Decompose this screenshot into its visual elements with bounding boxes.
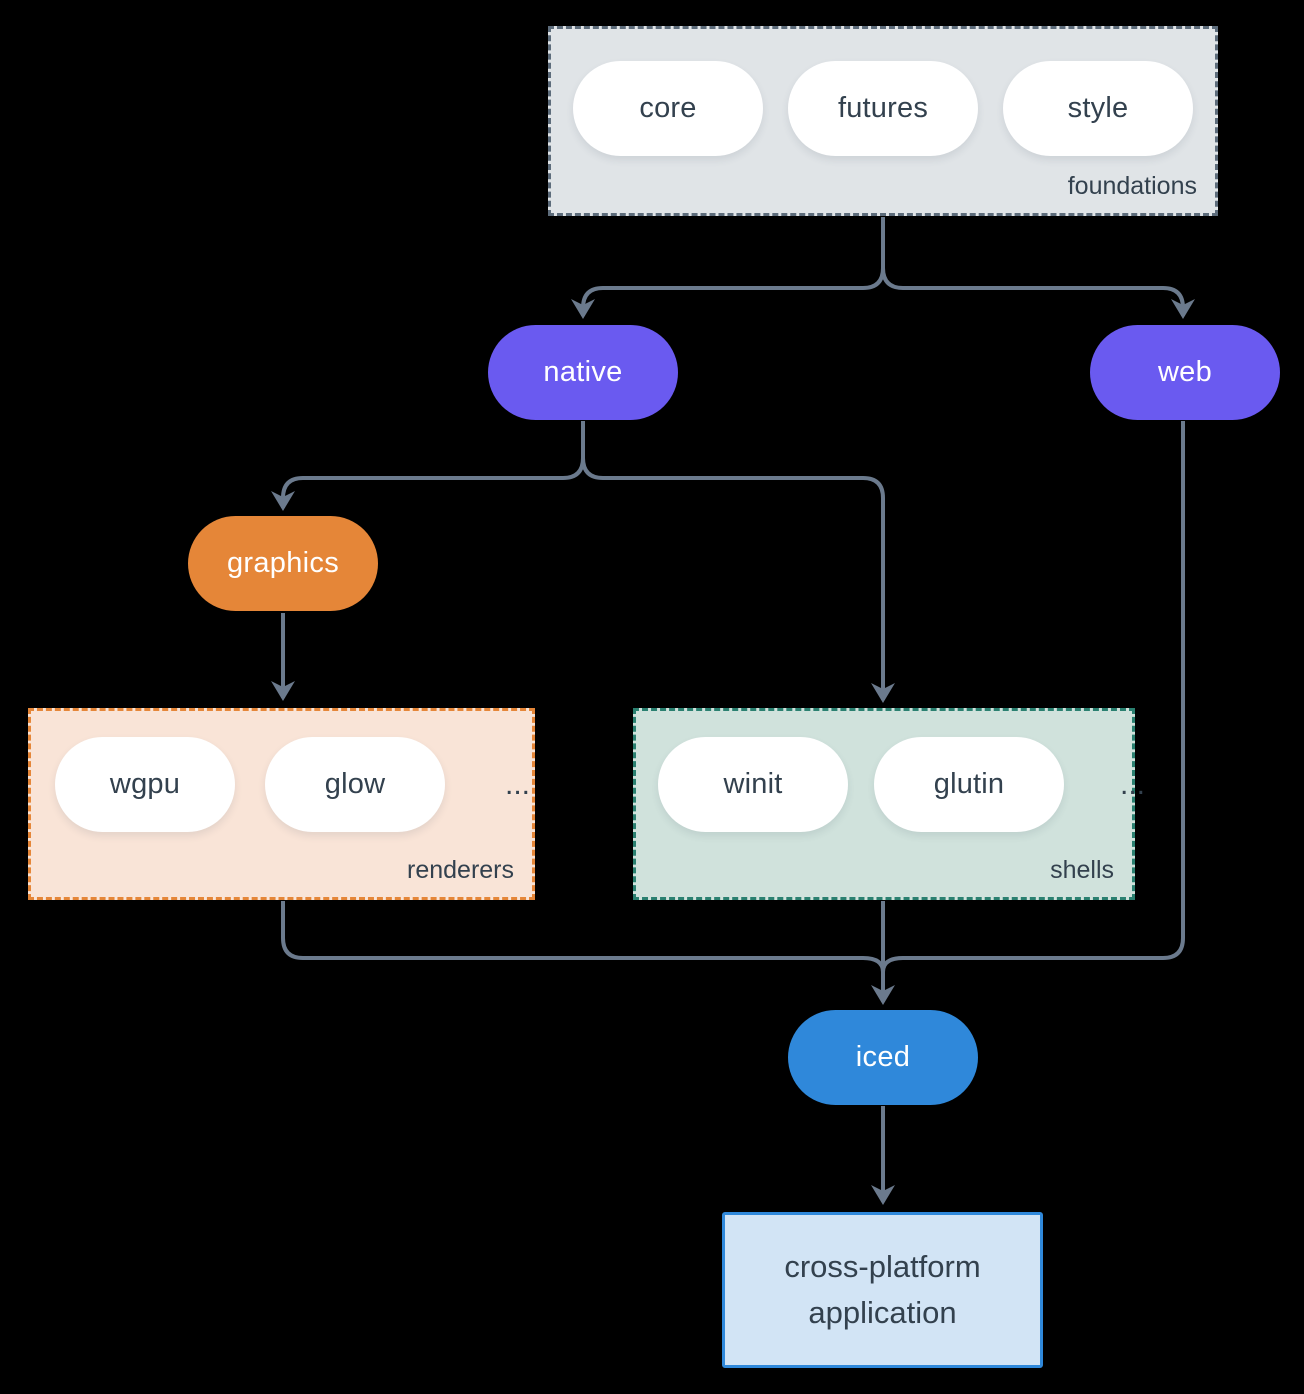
node-winit: winit (658, 737, 848, 832)
foundations-pill-row: core futures style (551, 29, 1215, 156)
edge-renderers-merge (281, 901, 885, 973)
renderers-pill-row: wgpu glow ... (31, 711, 530, 832)
edge-foundations-native (571, 217, 885, 319)
edge-foundations-web (881, 217, 1195, 319)
foundations-group-label: foundations (1067, 172, 1197, 200)
shells-group-label: shells (1050, 856, 1114, 884)
node-cross-platform-application: cross-platform application (722, 1212, 1043, 1368)
renderers-group-label: renderers (407, 856, 514, 884)
node-glow: glow (265, 737, 445, 832)
node-wgpu: wgpu (55, 737, 235, 832)
node-glutin: glutin (874, 737, 1064, 832)
node-graphics: graphics (188, 516, 378, 611)
node-futures: futures (788, 61, 978, 156)
node-native: native (488, 325, 678, 420)
foundations-group: core futures style foundations (548, 26, 1218, 216)
renderers-ellipsis: ... (505, 767, 531, 801)
shells-pill-row: winit glutin ... (636, 711, 1145, 832)
edge-native-graphics (271, 421, 585, 511)
edge-web-merge (881, 421, 1185, 973)
shells-ellipsis: ... (1120, 767, 1146, 801)
node-web: web (1090, 325, 1280, 420)
edge-native-shells (581, 421, 895, 703)
node-core: core (573, 61, 763, 156)
shells-group: winit glutin ... shells (633, 708, 1145, 900)
node-style: style (1003, 61, 1193, 156)
node-iced: iced (788, 1010, 978, 1105)
renderers-group: wgpu glow ... renderers (28, 708, 535, 900)
